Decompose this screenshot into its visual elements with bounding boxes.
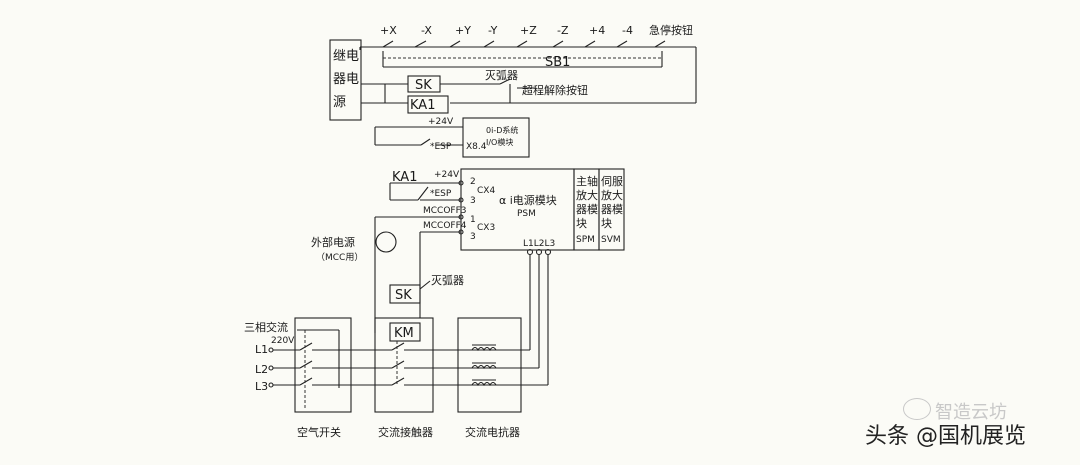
- reactor-label: 交流电抗器: [465, 425, 520, 439]
- spm-label-3: 器模: [576, 203, 598, 216]
- ext-power-label-1: 外部电源: [311, 235, 355, 249]
- button-label-ny: -Y: [488, 24, 498, 37]
- io-module-label-1: 0i-D系统: [486, 125, 518, 135]
- three-phase-label-2: 220V: [271, 336, 295, 346]
- sk-ka1-loop: [361, 78, 696, 104]
- sb1-label: SB1: [545, 55, 570, 70]
- svm-label-5: SVM: [601, 235, 621, 245]
- km-label: KM: [394, 326, 414, 341]
- pin-2-label: 2: [470, 177, 476, 187]
- cx3-label: CX3: [477, 223, 495, 233]
- relay-power-line2: 器电: [333, 72, 359, 87]
- cx4-label: CX4: [477, 186, 495, 196]
- io-esp-label: *ESP: [430, 142, 452, 152]
- svm-label-4: 块: [601, 217, 612, 230]
- watermark-sub: 智造云坊: [935, 402, 1007, 423]
- psm-label-1: α i电源模块: [499, 193, 557, 207]
- psm-input-lines: [526, 248, 552, 385]
- pin-3-label-a: 3: [470, 196, 476, 206]
- spm-label-2: 放大: [576, 188, 598, 202]
- sk-label-bottom: SK: [395, 288, 412, 303]
- svm-label-1: 伺服: [601, 175, 623, 188]
- mccoff3-label: MCCOFF3: [423, 206, 467, 216]
- external-power-source-symbol: [375, 231, 397, 253]
- spm-label-1: 主轴: [576, 174, 598, 188]
- button-label-py: +Y: [455, 24, 471, 37]
- ka1-label-coil: KA1: [410, 98, 435, 113]
- spm-label-4: 块: [576, 217, 587, 230]
- psm-esp-label: *ESP: [430, 189, 452, 199]
- contactor-label: 交流接触器: [378, 425, 433, 439]
- pin-3-label-b: 3: [470, 232, 476, 242]
- io-24v-label: +24V: [428, 117, 454, 127]
- ext-power-label-2: （MCC用）: [316, 252, 363, 263]
- air-switch-box: [294, 317, 352, 413]
- x84-label: X8.4: [466, 142, 487, 152]
- top-button-chain: [359, 40, 697, 103]
- relay-power-box: [329, 39, 362, 121]
- three-phase-lines: [268, 329, 548, 408]
- psm-24v-label: +24V: [434, 170, 460, 180]
- arc-suppressor-label-bottom: 灭弧器: [431, 273, 464, 287]
- overtravel-release-label: 超程解除按钮: [522, 83, 588, 97]
- arc-suppressor-label-top: 灭弧器: [485, 68, 518, 82]
- relay-power-line1: 继电: [333, 49, 359, 64]
- sk-box-bottom: [389, 284, 421, 304]
- sk-bottom-lead: [419, 280, 431, 290]
- sk-box-top: [407, 75, 441, 93]
- watermark-main: 头条 @国机展览: [865, 424, 1026, 449]
- relay-power-line3: 源: [333, 95, 346, 110]
- air-switch-label: 空气开关: [297, 425, 341, 439]
- cx4-contacts: [374, 180, 464, 333]
- svm-label-2: 放大: [601, 188, 623, 202]
- spm-label-5: SPM: [576, 235, 595, 245]
- l123-top-label: L1L2L3: [523, 239, 555, 249]
- svm-label-3: 器模: [601, 203, 623, 216]
- reactor-box: [457, 317, 522, 413]
- io-module-label-2: I/O模块: [486, 137, 513, 147]
- wechat-icon: [903, 398, 931, 420]
- svm-box: [598, 168, 625, 251]
- ka1-label-contact: KA1: [392, 170, 417, 185]
- three-phase-label-1: 三相交流: [244, 320, 288, 334]
- phase-l3-label: L3: [255, 380, 268, 393]
- psm-label-2: PSM: [517, 209, 536, 219]
- phase-l1-label: L1: [255, 343, 268, 356]
- phase-l2-label: L2: [255, 363, 268, 376]
- esp-io-circuit: [374, 126, 463, 146]
- km-box: [389, 322, 421, 342]
- io-module-box: [462, 117, 530, 158]
- button-label-p4: +4: [589, 24, 605, 37]
- button-label-px: +X: [380, 24, 397, 37]
- button-label-nz: -Z: [557, 24, 569, 37]
- mccoff4-label: MCCOFF4: [423, 221, 467, 231]
- emergency-stop-label: 急停按钮: [649, 23, 693, 37]
- pin-1-label: 1: [470, 215, 476, 225]
- button-label-pz: +Z: [520, 24, 537, 37]
- button-label-nx: -X: [421, 24, 432, 37]
- sk-label-top: SK: [415, 78, 432, 93]
- contactor-box: [374, 317, 434, 413]
- ka1-box: [407, 95, 449, 114]
- button-label-n4: -4: [622, 24, 633, 37]
